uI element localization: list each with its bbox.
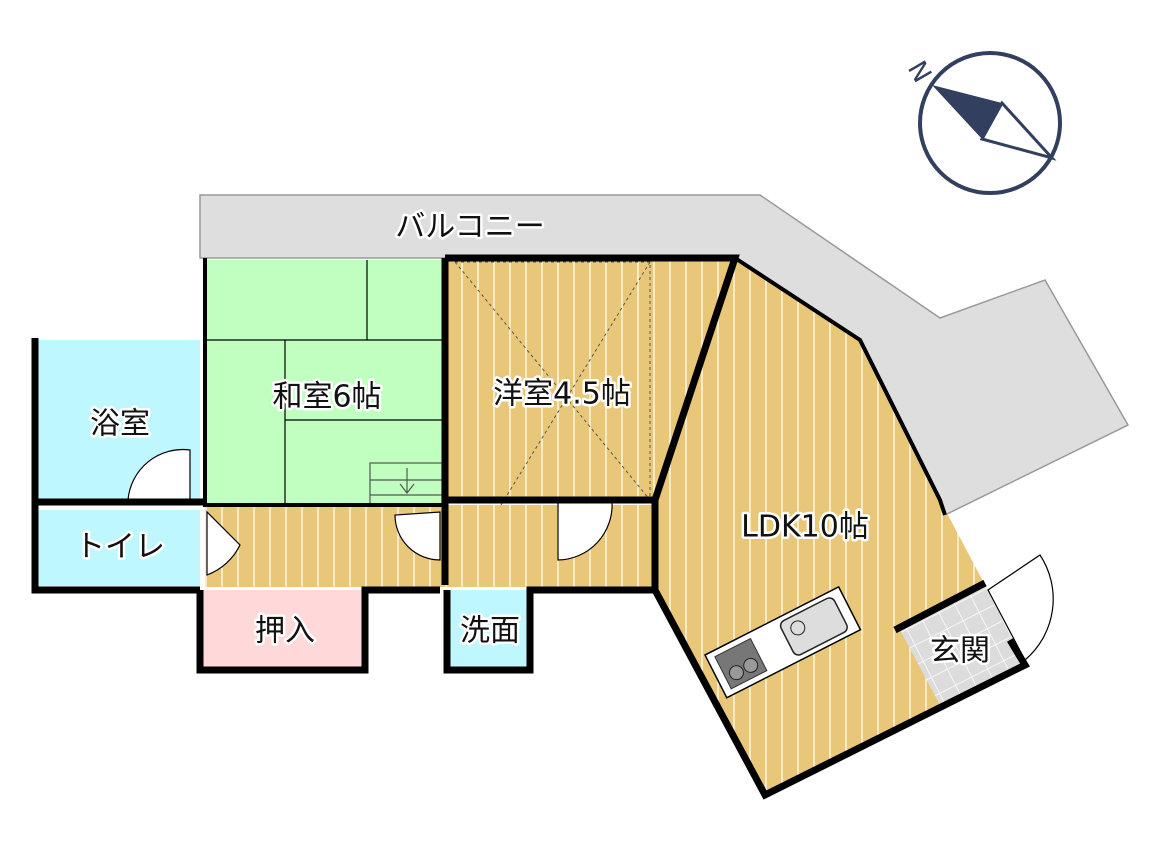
youshitsu-room	[445, 258, 735, 500]
balcony-label: バルコニー	[395, 210, 544, 245]
closet-label: 押入	[255, 614, 315, 649]
ldk-label: LDK10帖	[741, 510, 869, 545]
kitchen-counter	[703, 585, 862, 699]
washroom-room	[447, 590, 530, 670]
toilet-label: トイレ	[75, 530, 165, 565]
sink-icon	[779, 597, 848, 656]
youshitsu-label: 洋室4.5帖	[493, 377, 631, 412]
stove-icon	[714, 637, 768, 690]
washitsu-room	[205, 260, 445, 505]
tatami-lines	[205, 260, 445, 505]
doors	[127, 448, 1054, 661]
washitsu-label: 和室6帖	[272, 380, 381, 415]
closet-dashed	[454, 261, 651, 581]
compass-icon: N	[901, 51, 1062, 195]
entrance-label: 玄関	[930, 634, 990, 669]
washroom-label: 洗面	[460, 614, 520, 649]
bath-label: 浴室	[90, 407, 150, 442]
toilet-room	[38, 510, 200, 586]
walls	[31, 254, 1030, 800]
closet-room	[200, 590, 365, 670]
